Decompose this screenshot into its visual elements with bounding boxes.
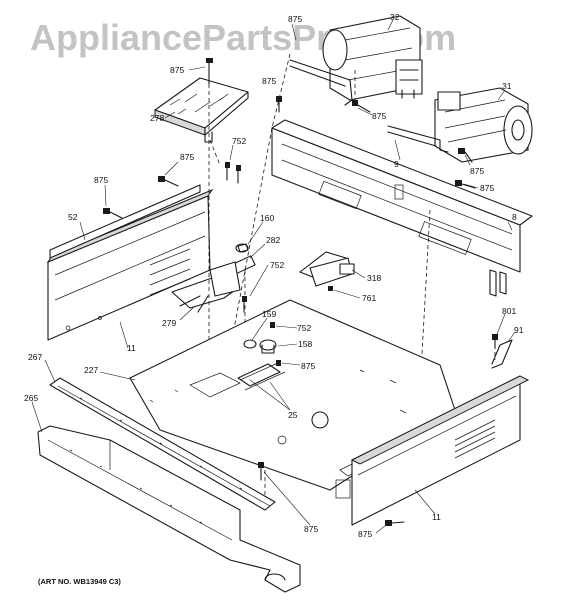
part-bottom-tray-227: [129, 299, 456, 491]
callout-91: 91: [514, 325, 524, 335]
callout-11: 11: [432, 512, 441, 522]
callout-801: 801: [502, 306, 516, 316]
callout-227: 227: [84, 365, 98, 375]
screw-icon: [103, 176, 179, 219]
callout-278: 278: [150, 113, 164, 123]
screw-icon: [455, 148, 476, 189]
part-valve-158: [259, 339, 277, 354]
callout-318: 318: [367, 273, 381, 283]
screw-icon: [225, 162, 241, 184]
callout-875: 875: [94, 175, 108, 185]
part-front-trim-267: [49, 377, 276, 511]
part-bracket-91: [491, 339, 513, 369]
part-fan-32: [322, 15, 423, 101]
callout-875: 875: [170, 65, 184, 75]
part-burner-279: [171, 261, 241, 313]
callout-11: 11: [127, 343, 136, 353]
callout-875: 875: [304, 524, 318, 534]
part-cover-278: [154, 77, 249, 143]
callout-158: 158: [298, 339, 312, 349]
callout-875: 875: [372, 111, 386, 121]
screw-icon: [258, 334, 498, 526]
part-160: [235, 243, 249, 253]
callout-labels: 875 875 32 875 31 278 875 752 875 875 9 …: [24, 12, 524, 539]
callout-875: 875: [180, 152, 194, 162]
callout-8: 8: [512, 212, 517, 222]
callout-752: 752: [297, 323, 311, 333]
callout-25: 25: [288, 410, 298, 420]
screw-icon: [328, 286, 333, 291]
callout-52: 52: [68, 212, 78, 222]
part-bracket-875-fan: [289, 59, 371, 113]
callout-160: 160: [260, 213, 274, 223]
callout-752: 752: [270, 260, 284, 270]
screw-icon: [242, 296, 281, 366]
callout-159: 159: [262, 309, 276, 319]
part-side-panel-11-right: [335, 375, 530, 526]
part-bracket-9: [387, 125, 449, 153]
callout-279: 279: [162, 318, 176, 328]
callout-875: 875: [480, 183, 494, 193]
callout-267: 267: [28, 352, 42, 362]
callout-282: 282: [266, 235, 280, 245]
part-back-panel-8: [271, 119, 533, 297]
callout-875: 875: [358, 529, 372, 539]
callout-761: 761: [362, 293, 376, 303]
screw-icon: [276, 96, 282, 113]
part-front-panel-265: [37, 425, 301, 593]
part-fan-31: [434, 87, 533, 163]
part-valve-159: [243, 339, 257, 349]
callout-875: 875: [301, 361, 315, 371]
part-318: [299, 251, 355, 287]
callout-265: 265: [24, 393, 38, 403]
screw-icon: [206, 58, 213, 85]
callout-31: 31: [502, 81, 512, 91]
art-number: (ART NO. WB13949 C3): [38, 577, 121, 586]
callout-32: 32: [390, 12, 400, 22]
callout-875: 875: [470, 166, 484, 176]
part-trim-52: [49, 184, 201, 259]
callout-752: 752: [232, 136, 246, 146]
callout-875: 875: [288, 14, 302, 24]
part-side-panel-11-left: [46, 188, 214, 341]
leader-lines: [31, 19, 516, 534]
callout-875: 875: [262, 76, 276, 86]
callout-9: 9: [394, 159, 399, 169]
